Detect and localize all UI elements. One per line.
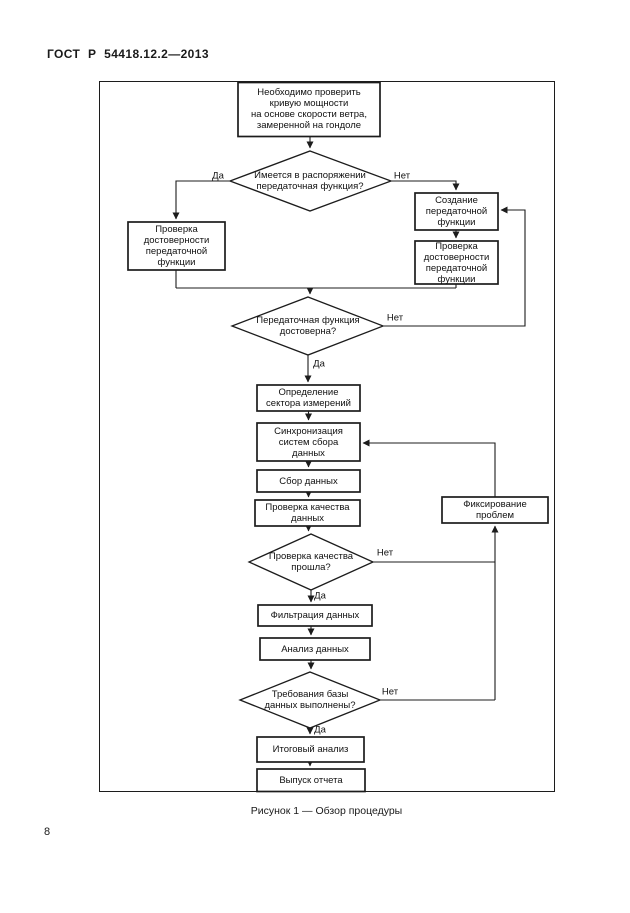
- node-filter-box: [257, 604, 373, 627]
- decision-quality-diamond: [247, 533, 375, 591]
- node-analysis-box: [259, 637, 371, 661]
- decision-database-diamond: [238, 671, 382, 729]
- node-sync-box: [256, 422, 361, 462]
- node-report-box: [256, 768, 366, 793]
- node-sector-box: [256, 384, 361, 412]
- decision-has-transfer-diamond: [228, 150, 393, 212]
- node-final-box: [256, 736, 365, 763]
- connector-loop-create: [383, 206, 526, 327]
- decision-diamonds: [228, 150, 393, 729]
- node-create-box: [414, 192, 499, 231]
- connector-yes-left: [172, 180, 230, 220]
- connectors: [172, 136, 526, 767]
- node-verify-left-box: [127, 221, 226, 271]
- node-verify-right-box: [414, 240, 499, 285]
- node-quality-box: [254, 499, 361, 527]
- node-start-box: [237, 81, 381, 138]
- figure-caption: Рисунок 1 — Обзор процедуры: [250, 805, 403, 817]
- connector-feedback-sync: [362, 439, 496, 497]
- process-boxes: [127, 81, 549, 793]
- decision-valid-diamond: [230, 296, 385, 356]
- node-collect-box: [256, 469, 361, 493]
- connector-no-right: [391, 180, 460, 191]
- standard-number: ГОСТ Р 54418.12.2—2013: [47, 47, 209, 61]
- node-log-problems-box: [441, 496, 549, 524]
- page-number: 8: [44, 826, 51, 838]
